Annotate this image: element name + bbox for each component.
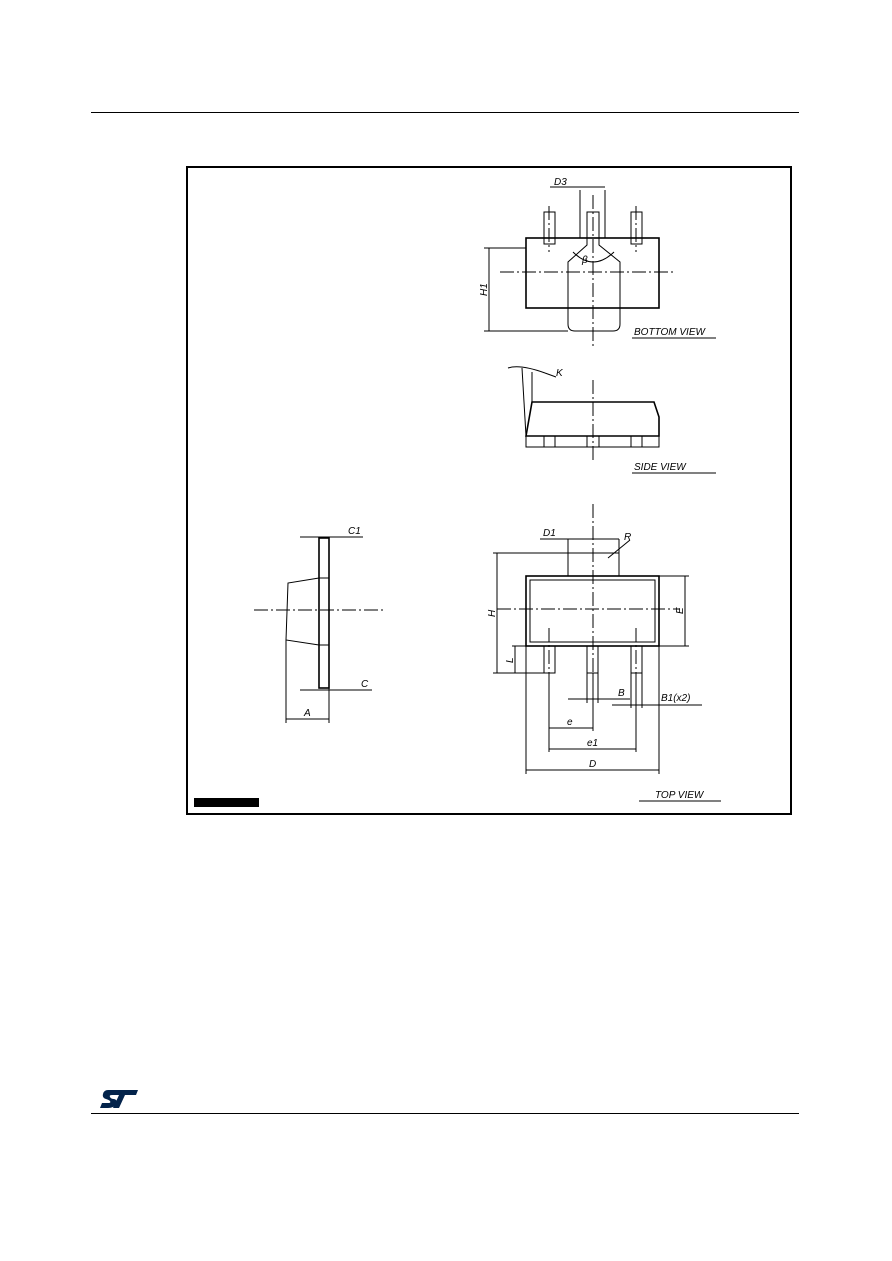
dim-A-label: A <box>303 708 311 719</box>
dim-B-label: B <box>618 688 625 699</box>
dim-K-label: K <box>556 368 564 379</box>
dim-L-label: L <box>505 657 516 663</box>
dim-D-label: D <box>589 759 596 770</box>
left-profile-view: C1 C A <box>254 526 385 723</box>
dim-C1-label: C1 <box>348 526 361 537</box>
dim-R-label: R <box>624 532 631 543</box>
side-view: K SIDE VIEW <box>507 366 716 474</box>
side-view-title: SIDE VIEW <box>634 462 687 473</box>
dim-e-label: e <box>567 717 573 728</box>
header-rule <box>91 112 799 113</box>
bottom-view-title: BOTTOM VIEW <box>634 327 706 338</box>
dim-beta-label: β <box>581 255 588 266</box>
top-view-title: TOP VIEW <box>655 790 705 801</box>
frame-black-bar <box>194 798 259 807</box>
drawing-frame <box>186 166 792 815</box>
footer-rule <box>91 1113 799 1114</box>
dim-B1-label: B1(x2) <box>661 693 690 704</box>
dim-D3-label: D3 <box>554 177 567 188</box>
dim-C-label: C <box>361 679 369 690</box>
top-view: D1 R H E L B B1(x2) e e1 <box>487 504 721 802</box>
dim-e1-label: e1 <box>587 738 598 749</box>
dim-H-label: H <box>487 609 498 617</box>
bottom-view: D3 β H1 BOTTOM VIEW <box>479 177 716 346</box>
dim-E-label: E <box>675 607 686 614</box>
dim-D1-label: D1 <box>543 528 556 539</box>
dim-H1-label: H1 <box>479 283 490 296</box>
st-logo <box>100 1090 138 1108</box>
